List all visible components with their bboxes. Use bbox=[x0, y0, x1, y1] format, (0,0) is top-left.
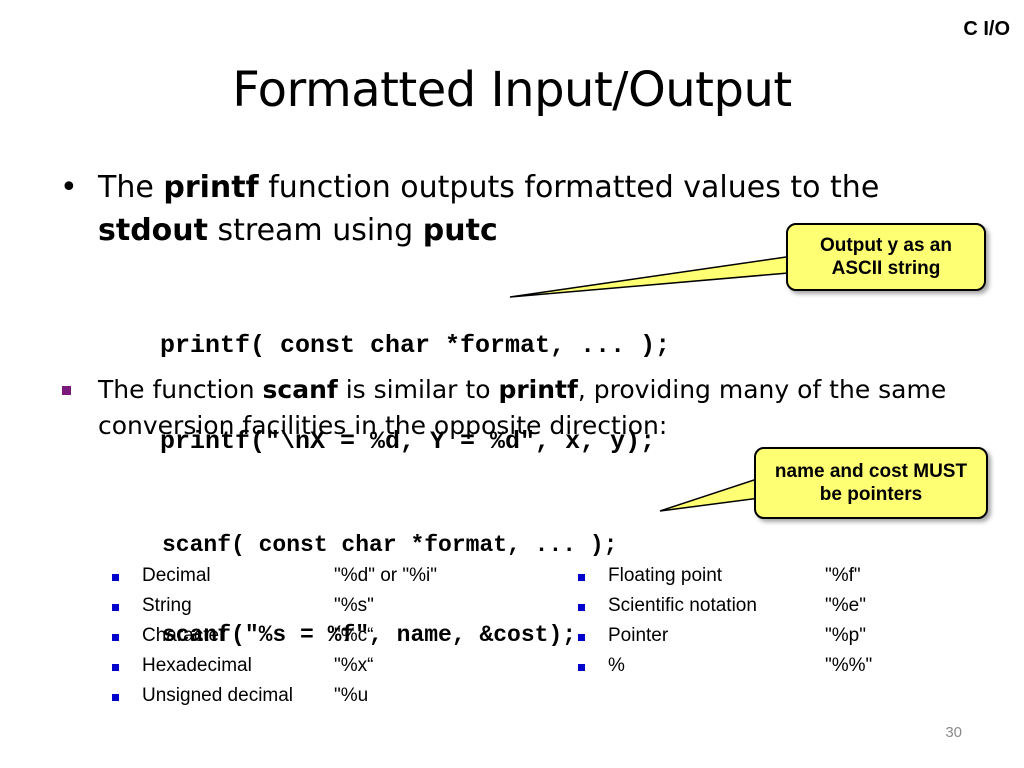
text-run: stream using bbox=[207, 213, 423, 248]
code-line: scanf("%s = %f", name, &cost); bbox=[162, 622, 577, 648]
specifier-code: "%f" bbox=[825, 565, 861, 586]
bullet-square-marker bbox=[62, 386, 71, 395]
scanf-code-block: scanf( const char *format, ... ); scanf(… bbox=[162, 470, 617, 680]
text-run: function outputs formatted values to the bbox=[258, 170, 880, 205]
specifier-code: "%e" bbox=[825, 595, 866, 616]
square-bullet-icon bbox=[578, 634, 585, 641]
code-line: scanf( const char *format, ... ); bbox=[162, 532, 618, 558]
text-run: The function bbox=[98, 375, 263, 404]
bold-term: scanf bbox=[262, 375, 338, 404]
specifier-name: Hexadecimal bbox=[142, 655, 252, 676]
callout-output-ascii: Output y as an ASCII string bbox=[786, 223, 986, 291]
specifier-code: "%c“ bbox=[334, 625, 374, 646]
section-tag: C I/O bbox=[963, 18, 1010, 40]
square-bullet-icon bbox=[112, 694, 119, 701]
square-bullet-icon bbox=[112, 604, 119, 611]
specifier-name: Unsigned decimal bbox=[142, 685, 294, 706]
bullet-scanf: The function scanf is similar to printf,… bbox=[60, 372, 950, 444]
bullet-printf: • The printf function outputs formatted … bbox=[60, 166, 940, 252]
specifier-name: Character bbox=[142, 625, 226, 646]
specifier-name: Decimal bbox=[142, 565, 211, 586]
square-bullet-icon bbox=[578, 604, 585, 611]
specifier-name: Floating point bbox=[608, 565, 723, 586]
square-bullet-icon bbox=[112, 664, 119, 671]
code-line: printf( const char *format, ... ); bbox=[160, 331, 671, 360]
bullet-marker: • bbox=[60, 170, 78, 205]
callout-pointers-text: name and cost MUST be pointers bbox=[774, 461, 968, 505]
specifier-name: String bbox=[142, 595, 192, 616]
specifier-code: "%x“ bbox=[334, 655, 374, 676]
bullet-printf-text: The printf function outputs formatted va… bbox=[98, 166, 940, 252]
bold-term: stdout bbox=[98, 213, 208, 248]
printf-code-block: printf( const char *format, ... ); print… bbox=[160, 266, 670, 490]
bullet-scanf-text: The function scanf is similar to printf,… bbox=[98, 372, 950, 444]
square-bullet-icon bbox=[578, 664, 585, 671]
callout-output-text: Output y as an ASCII string bbox=[820, 235, 952, 279]
bold-term: putc bbox=[422, 213, 498, 248]
bold-term: printf bbox=[498, 375, 578, 404]
square-bullet-icon bbox=[112, 574, 119, 581]
callout-must-be-pointers: name and cost MUST be pointers bbox=[754, 447, 988, 519]
code-line: printf("\nX = %d, Y = %d", x, y); bbox=[160, 427, 656, 456]
callout-output-pointer bbox=[509, 254, 801, 298]
page-number: 30 bbox=[945, 724, 962, 741]
text-run: , providing many of the same conversion … bbox=[98, 375, 947, 440]
text-run: is similar to bbox=[337, 375, 499, 404]
specifier-code: "%u bbox=[334, 685, 369, 706]
slide-title: Formatted Input/Output bbox=[232, 62, 792, 118]
callout-pointers-pointer bbox=[659, 476, 761, 512]
square-bullet-icon bbox=[578, 574, 585, 581]
specifier-code: "%p" bbox=[825, 625, 866, 646]
specifier-code: "%%" bbox=[825, 655, 873, 676]
specifier-name: % bbox=[608, 655, 625, 676]
square-bullet-icon bbox=[112, 634, 119, 641]
specifier-name: Scientific notation bbox=[608, 595, 757, 616]
specifier-code: "%s" bbox=[334, 595, 374, 616]
text-run: The bbox=[98, 170, 164, 205]
specifier-code: "%d" or "%i" bbox=[334, 565, 438, 586]
specifier-name: Pointer bbox=[608, 625, 669, 646]
bold-term: printf bbox=[163, 170, 259, 205]
